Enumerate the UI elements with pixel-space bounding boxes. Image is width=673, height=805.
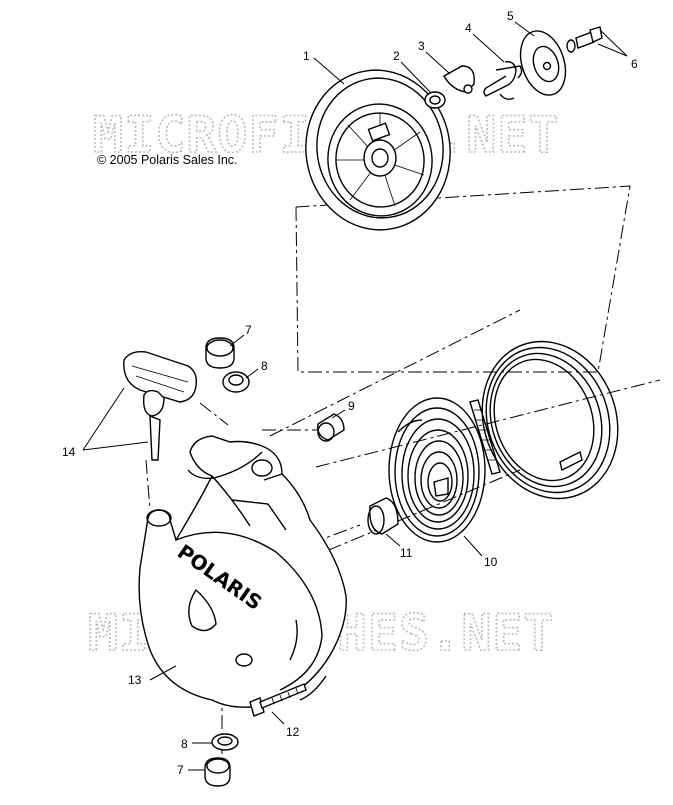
pawl-part-3 [443, 65, 475, 94]
callout-2: 2 [393, 49, 400, 63]
callout-numbers: 1 2 3 4 5 6 7 8 9 14 13 12 11 10 8 7 [62, 9, 638, 777]
callout-9: 9 [348, 399, 355, 413]
callout-5: 5 [507, 9, 514, 23]
callout-12: 12 [286, 725, 300, 739]
callout-8-top: 8 [261, 359, 268, 373]
callout-7-top: 7 [245, 323, 252, 337]
housing-part-13: POLARIS [138, 435, 347, 708]
plug-part-7-bottom [204, 757, 231, 787]
pulley-part-1 [305, 69, 451, 231]
bolt-part-12 [249, 683, 307, 717]
copyright-notice: © 2005 Polaris Sales Inc. [97, 153, 238, 167]
callout-4: 4 [465, 21, 472, 35]
bolt-part-6 [566, 26, 603, 53]
callout-11: 11 [400, 546, 413, 560]
clip-part-4 [483, 60, 523, 101]
bushing-part-11 [367, 497, 399, 535]
bushing-part-9 [317, 413, 345, 442]
washer-part-8-bottom [211, 733, 239, 751]
callout-1: 1 [303, 49, 310, 63]
callout-13: 13 [128, 673, 142, 687]
leader-lines [82, 21, 628, 771]
callout-3: 3 [418, 39, 425, 53]
washer-part-8-top [222, 371, 250, 393]
handle-part-14 [123, 350, 198, 461]
plate-part-5 [519, 30, 567, 96]
spring-part-2 [424, 91, 446, 109]
starter-rope-coil [469, 340, 619, 500]
callout-7-bottom: 7 [177, 763, 184, 777]
callout-6: 6 [631, 57, 638, 71]
recoil-spring-part-10 [388, 397, 486, 543]
callout-8-bottom: 8 [181, 737, 188, 751]
callout-10: 10 [484, 555, 498, 569]
plug-part-7-top [205, 337, 235, 369]
callout-14: 14 [62, 445, 76, 459]
